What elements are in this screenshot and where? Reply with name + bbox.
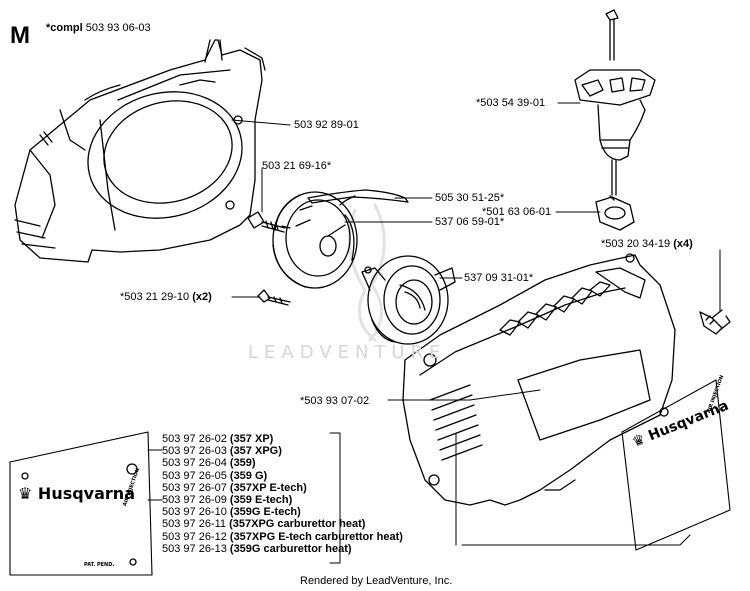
starter-cover-part bbox=[402, 253, 676, 506]
starter-frame-part bbox=[14, 39, 266, 263]
compl-prefix: *compl bbox=[46, 22, 83, 34]
part-label-p8[interactable]: *501 63 06-01 bbox=[482, 206, 552, 218]
right-decal-shape bbox=[621, 379, 731, 551]
model-list-row[interactable]: 503 97 26-13 (359G carburettor heat) bbox=[162, 542, 352, 555]
complete-assembly-label: *compl 503 93 06-03 bbox=[46, 22, 151, 34]
husqvarna-crown-icon: ♛ bbox=[18, 484, 33, 503]
model-list-row[interactable]: 503 97 26-07 (357XP E-tech) bbox=[162, 481, 307, 494]
part-label-p1[interactable]: 503 92 89-01 bbox=[294, 119, 359, 131]
decal-model-list: 503 97 26-02 (357 XP) 503 97 26-03 (357 … bbox=[162, 433, 403, 555]
screw-part bbox=[247, 211, 291, 233]
part-label-p9[interactable]: *503 20 34-19 (x4) bbox=[601, 238, 693, 250]
starter-handle-part bbox=[574, 9, 656, 196]
watermark-text: LEADVENTURE bbox=[248, 342, 447, 363]
part-label-p6[interactable]: *503 21 29-10 (x2) bbox=[120, 291, 212, 303]
model-list-row[interactable]: 503 97 26-10 (359G E-tech) bbox=[162, 506, 301, 519]
cover-screw-part bbox=[699, 309, 731, 335]
spring-housing-part bbox=[361, 255, 456, 345]
model-list-row[interactable]: 503 97 26-05 (359 G) bbox=[162, 469, 268, 482]
part-label-p4[interactable]: 537 06 59-01* bbox=[435, 216, 505, 228]
rope-guide-part bbox=[595, 195, 635, 231]
model-list-row[interactable]: 503 97 26-09 (359 E-tech) bbox=[162, 494, 293, 507]
left-decal-shape bbox=[9, 431, 153, 576]
footer-credit: Rendered by LeadVenture, Inc. bbox=[300, 575, 453, 587]
model-list-row[interactable]: 503 97 26-12 (357XPG E-tech carburettor … bbox=[162, 530, 403, 543]
model-list-row[interactable]: 503 97 26-03 (357 XPG) bbox=[162, 445, 282, 458]
part-label-p10[interactable]: *503 93 07-02 bbox=[300, 395, 370, 407]
compl-number: 503 93 06-03 bbox=[85, 22, 151, 34]
part-label-p5[interactable]: 537 09 31-01* bbox=[464, 272, 534, 284]
pulley-part bbox=[272, 191, 358, 289]
spring-part bbox=[307, 189, 409, 206]
model-list-row[interactable]: 503 97 26-04 (359) bbox=[162, 457, 256, 470]
model-list-row[interactable]: 503 97 26-02 (357 XP) bbox=[162, 433, 274, 445]
section-letter: M bbox=[10, 22, 30, 49]
small-screw-part bbox=[257, 289, 291, 306]
leader-lines bbox=[147, 102, 721, 564]
model-list-row[interactable]: 503 97 26-11 (357XPG carburettor heat) bbox=[162, 518, 366, 531]
left-decal-patent: PAT. PEND. bbox=[84, 562, 115, 568]
left-decal-brand: ♛ Husqvarna bbox=[18, 484, 135, 503]
part-label-p7[interactable]: *503 54 39-01 bbox=[476, 97, 546, 109]
part-label-p3[interactable]: 505 30 51-25* bbox=[435, 192, 505, 204]
part-label-p2[interactable]: 503 21 69-16* bbox=[262, 160, 332, 172]
